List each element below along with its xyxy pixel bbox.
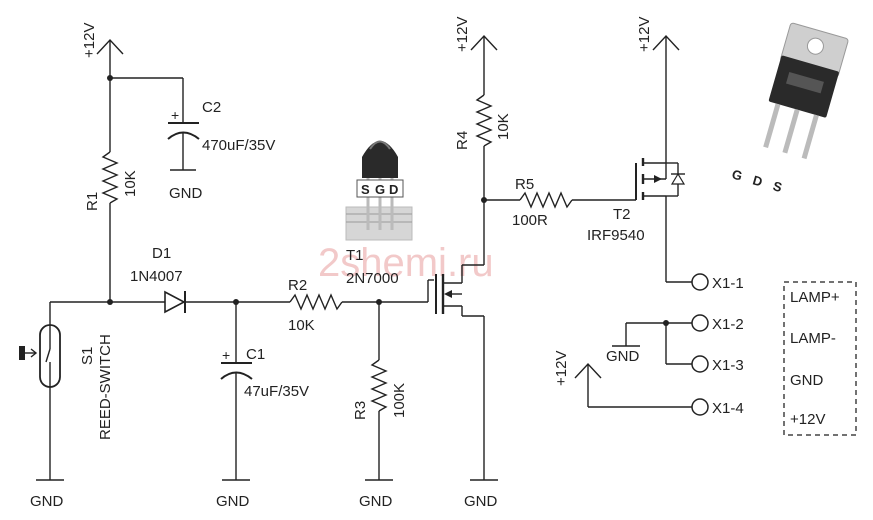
r2-ref: R2 xyxy=(288,277,307,294)
d1-ref: D1 xyxy=(152,245,171,262)
t1-value: 2N7000 xyxy=(346,270,399,287)
to220-package-illustration xyxy=(763,22,849,160)
c2-value: 470uF/35V xyxy=(202,137,275,154)
resistor-r2 xyxy=(289,293,428,311)
gnd-label-x1: GND xyxy=(606,348,640,365)
terminal-label-x1-2: X1-2 xyxy=(712,316,744,333)
terminal-x1-1 xyxy=(691,273,709,291)
t2-value: IRF9540 xyxy=(587,227,645,244)
watermark: 2shemi.ru xyxy=(318,241,494,285)
reed-switch-s1 xyxy=(39,324,61,480)
terminal-label-x1-4: X1-4 xyxy=(712,400,744,417)
gnd-wiring-x1 xyxy=(612,320,692,365)
t1-pin-g: G xyxy=(375,182,385,197)
legend-lamp-minus: LAMP- xyxy=(790,330,836,347)
t1-ref: T1 xyxy=(346,247,364,264)
gnd-label-c2: GND xyxy=(169,185,203,202)
r3-value: 100K xyxy=(391,383,408,418)
r5-value: 100R xyxy=(512,212,548,229)
terminal-x1-4 xyxy=(691,398,709,416)
mosfet-t1 xyxy=(427,264,498,481)
t1-pin-s: S xyxy=(361,182,370,197)
gnd-label-c1: GND xyxy=(216,493,250,510)
gnd-label-s1: GND xyxy=(30,493,64,510)
c1-ref: C1 xyxy=(246,346,265,363)
diode-d1 xyxy=(164,290,290,314)
resistor-r1 xyxy=(101,151,119,302)
svg-text:+: + xyxy=(222,347,230,363)
legend-vcc: +12V xyxy=(790,411,825,428)
to92-package-illustration xyxy=(345,140,413,241)
c2-ref: C2 xyxy=(202,99,221,116)
r3-ref: R3 xyxy=(352,401,369,420)
capacitor-c2: + xyxy=(167,78,200,171)
svg-text:+: + xyxy=(171,107,179,123)
capacitor-c1: + xyxy=(220,302,253,481)
legend-gnd: GND xyxy=(790,372,824,389)
s1-value: REED-SWITCH xyxy=(97,334,114,440)
vcc-label-middle: +12V xyxy=(454,17,471,52)
vcc-label-x1: +12V xyxy=(553,351,570,386)
resistor-r3 xyxy=(365,302,393,481)
vcc-label-right: +12V xyxy=(636,17,653,52)
t1-pin-d: D xyxy=(389,182,398,197)
t2-ref: T2 xyxy=(613,206,631,223)
c1-value: 47uF/35V xyxy=(244,383,309,400)
terminal-label-x1-1: X1-1 xyxy=(712,275,744,292)
r4-ref: R4 xyxy=(454,131,471,150)
r2-value: 10K xyxy=(288,317,315,334)
r4-value: 10K xyxy=(495,113,512,140)
t2-pin-labels: G D S xyxy=(730,166,787,196)
gnd-label-t1: GND xyxy=(464,493,498,510)
vcc-label-left: +12V xyxy=(81,23,98,58)
terminal-x1-3 xyxy=(691,355,709,373)
connector-legend-box xyxy=(783,281,857,436)
resistor-r5 xyxy=(484,191,636,209)
mosfet-t2 xyxy=(635,158,686,282)
vcc-arrow-right xyxy=(652,34,680,163)
r1-value: 10K xyxy=(122,170,139,197)
s1-ref: S1 xyxy=(79,347,96,365)
vcc-arrow-left xyxy=(96,38,124,78)
magnet-icon xyxy=(19,346,38,360)
vcc-arrow-middle xyxy=(470,34,498,95)
r1-ref: R1 xyxy=(84,192,101,211)
terminal-x1-2 xyxy=(691,314,709,332)
resistor-r4 xyxy=(475,94,493,265)
terminal-label-x1-3: X1-3 xyxy=(712,357,744,374)
r5-ref: R5 xyxy=(515,176,534,193)
d1-value: 1N4007 xyxy=(130,268,183,285)
vcc-arrow-x1 xyxy=(574,362,692,408)
gnd-label-r3: GND xyxy=(359,493,393,510)
legend-lamp-plus: LAMP+ xyxy=(790,289,840,306)
